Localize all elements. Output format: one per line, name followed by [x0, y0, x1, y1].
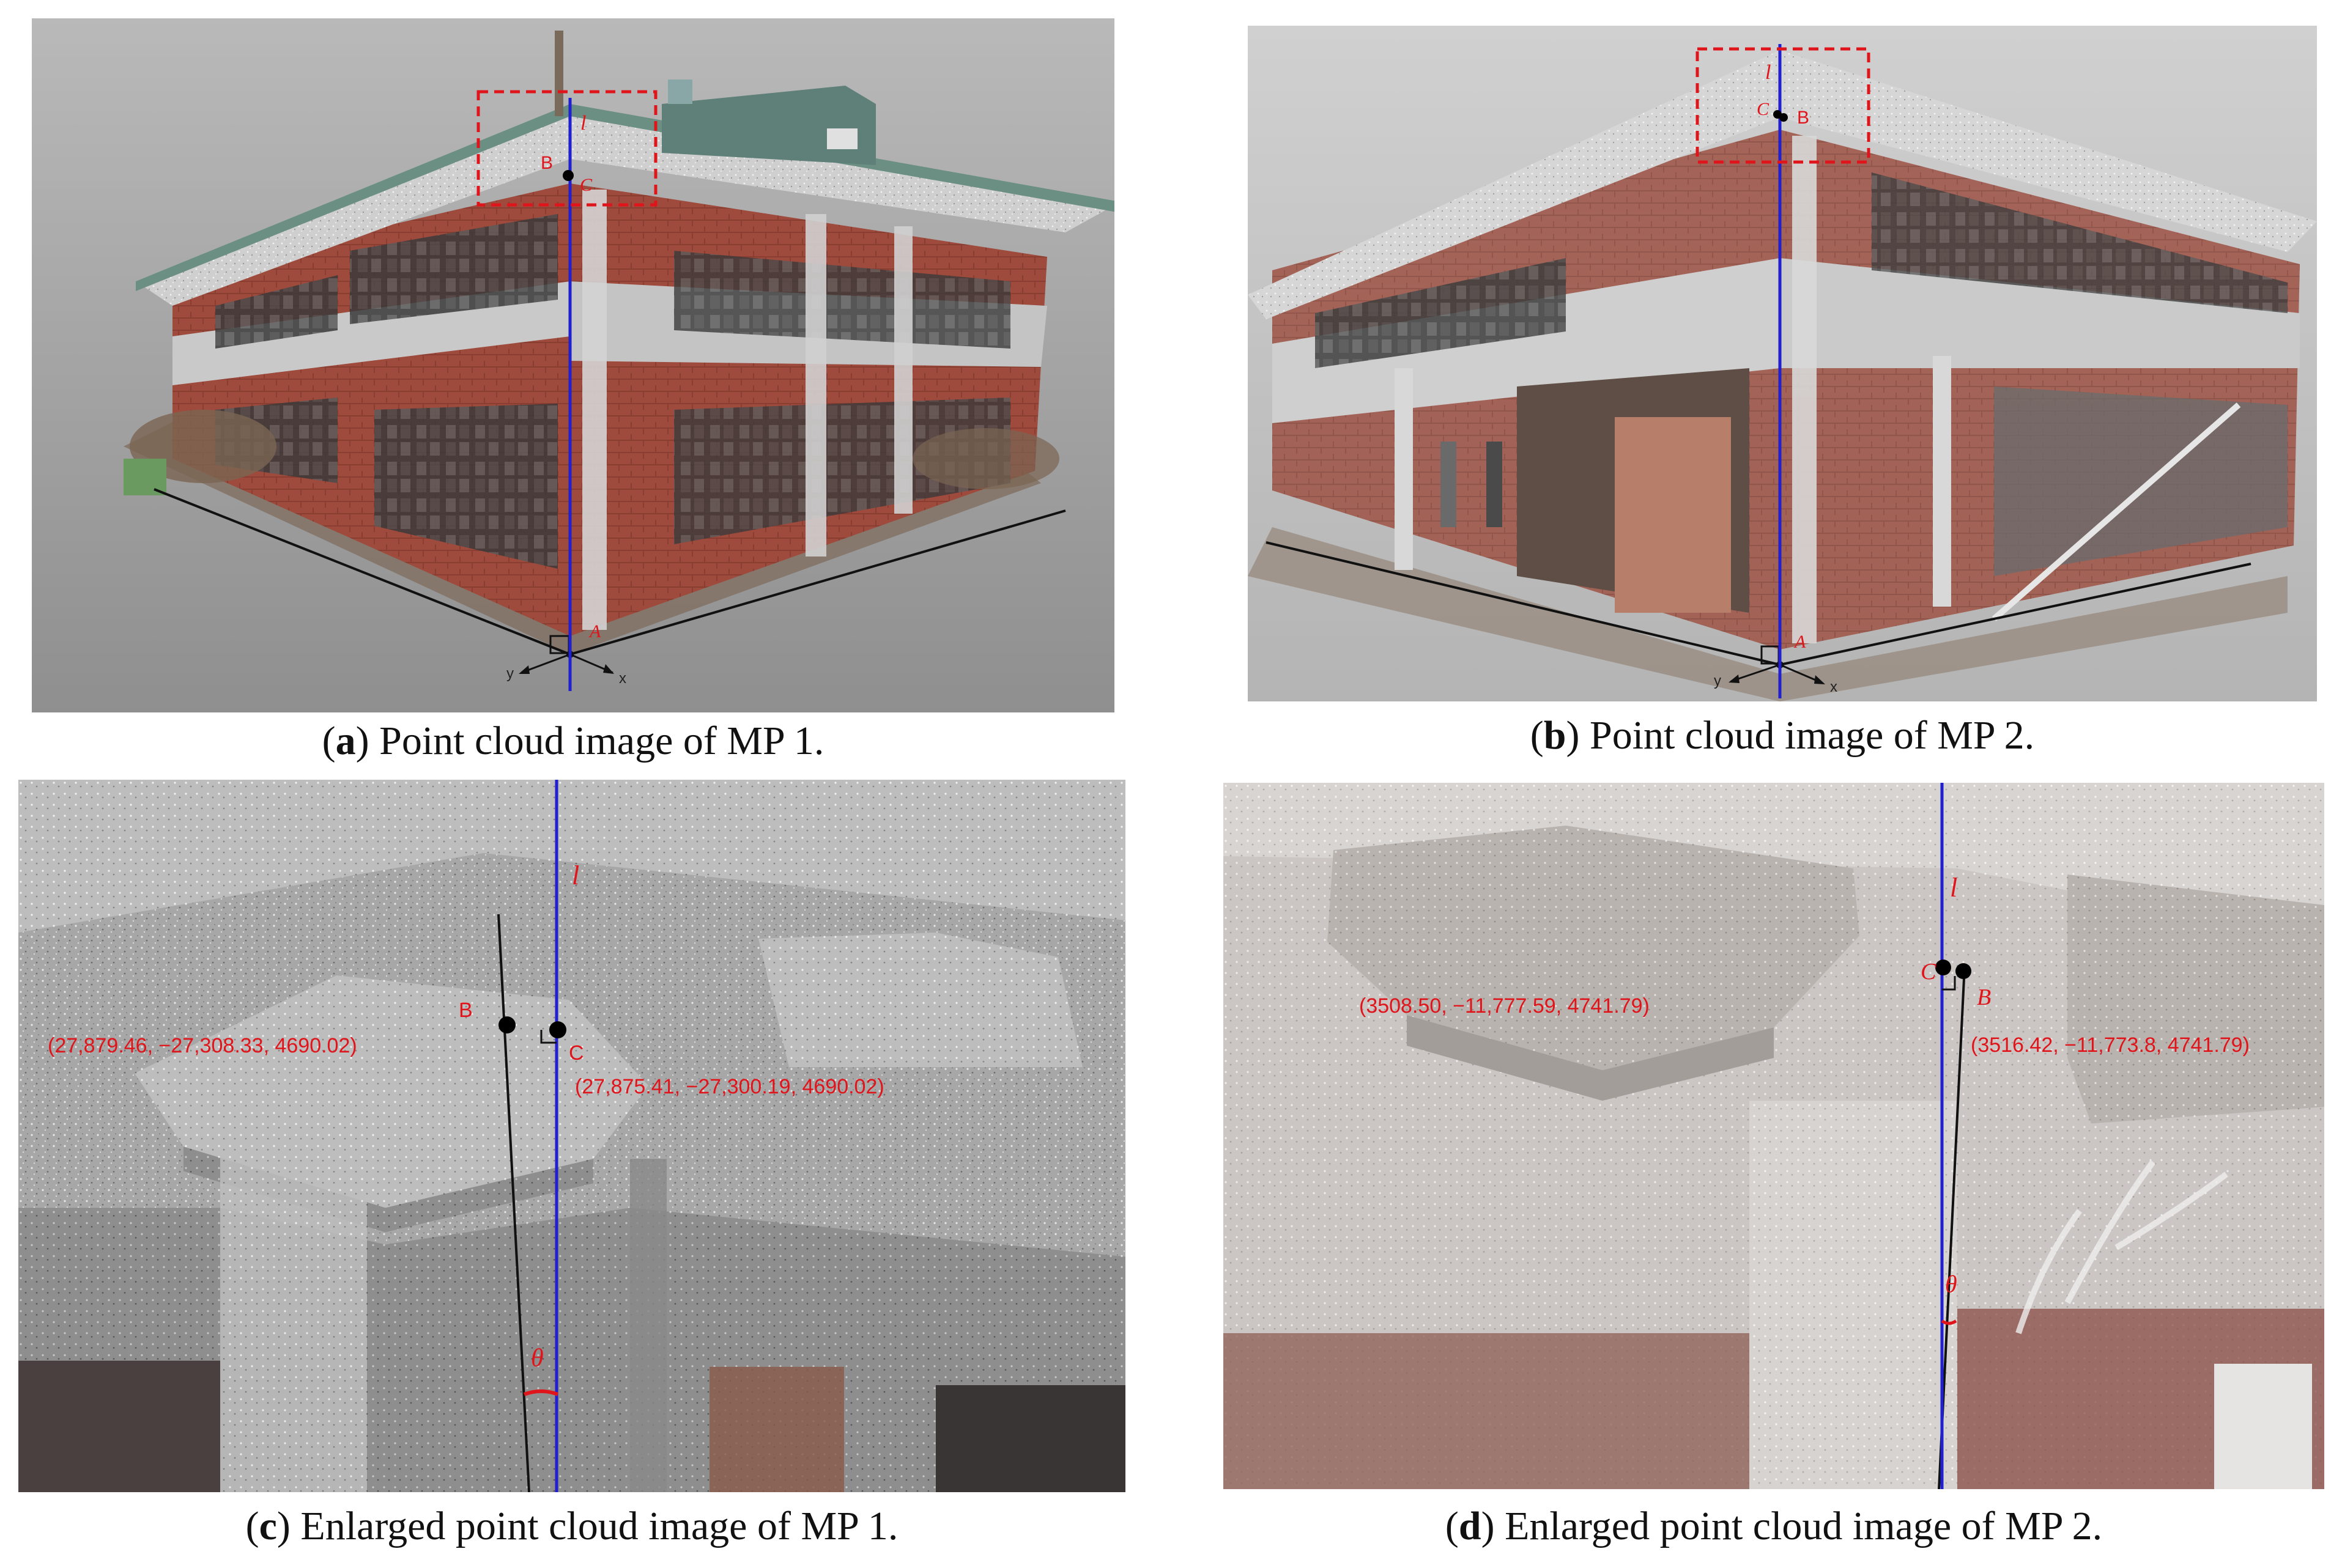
panel-c-label-b: B — [459, 999, 473, 1022]
panel-c-drawing — [18, 780, 1125, 1492]
panel-d-label-b: B — [1977, 985, 1992, 1010]
panel-a-label-c: C — [580, 175, 593, 195]
panel-d-label-c: C — [1921, 959, 1936, 985]
panel-d-coord-b: (3516.42, −11,773.8, 4741.79) — [1971, 1034, 2250, 1057]
caption-a: (a) Point cloud image of MP 1. — [322, 719, 825, 763]
panel-c-label-c: C — [569, 1041, 584, 1065]
panel-b-label-a: A — [1795, 632, 1806, 652]
caption-d: (d) Enlarged point cloud image of MP 2. — [1445, 1504, 2103, 1548]
panel-c-coord-c: (27,875.41, −27,300.19, 4690.02) — [575, 1075, 884, 1098]
panel-a-image: l B C A x y — [32, 18, 1114, 712]
panel-d-coord-c: (3508.50, −11,777.59, 4741.79) — [1359, 994, 1650, 1018]
panel-b-axis-x: x — [1830, 679, 1837, 695]
panel-d-drawing — [1223, 783, 2324, 1489]
panel-d-image: l C B (3508.50, −11,777.59, 4741.79) (35… — [1223, 783, 2324, 1489]
panel-a-axis-y: y — [506, 665, 514, 682]
panel-b-drawing — [1248, 26, 2317, 701]
panel-a-label-l: l — [580, 112, 587, 135]
panel-a-label-b: B — [541, 153, 554, 173]
caption-c: (c) Enlarged point cloud image of MP 1. — [245, 1504, 899, 1548]
panel-b-label-l: l — [1765, 61, 1771, 84]
panel-d-label-l: l — [1950, 873, 1958, 903]
panel-b-image: l C B A x y — [1248, 26, 2317, 701]
panel-c-coord-b: (27,879.46, −27,308.33, 4690.02) — [48, 1034, 357, 1057]
panel-c-image: l B C (27,879.46, −27,308.33, 4690.02) (… — [18, 780, 1125, 1492]
panel-b-label-b: B — [1797, 108, 1810, 128]
panel-b-label-c: C — [1757, 99, 1769, 119]
caption-b: (b) Point cloud image of MP 2. — [1530, 713, 2035, 758]
panel-d-label-theta: θ — [1945, 1270, 1957, 1298]
panel-c-label-theta: θ — [531, 1344, 544, 1372]
panel-a-drawing — [32, 18, 1114, 712]
panel-a-axis-x: x — [619, 670, 626, 687]
panel-a-label-a: A — [590, 621, 601, 642]
panel-c-label-l: l — [572, 860, 580, 890]
panel-b-axis-y: y — [1714, 673, 1721, 689]
